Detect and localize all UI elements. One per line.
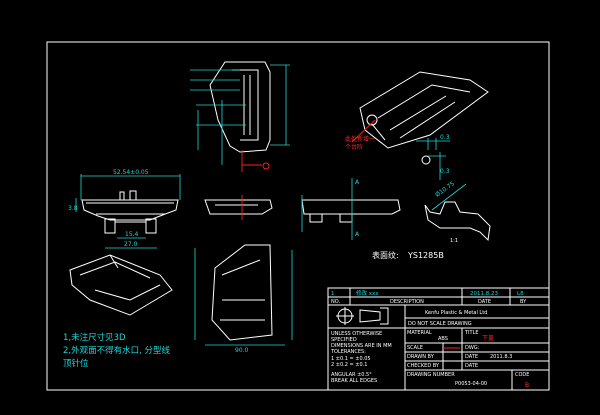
isometric-view-top: 此处新增一 个台阶 [345, 71, 489, 151]
title-label: TITLE [464, 330, 479, 336]
header-no: NO. [331, 299, 340, 305]
dim-detail-gap-v: 0.3 [440, 168, 450, 175]
tolerance-line: SPECIFIED [331, 337, 357, 343]
header-by: BY [520, 299, 527, 305]
dim-detail-gap: 0.3 [440, 134, 450, 141]
surface-texture-value: YS1285B [407, 251, 444, 260]
detail-scale: 1:1 [450, 238, 458, 244]
dim-overall-width: 52.54±0.05 [113, 169, 149, 176]
scale-label: SCALE [407, 345, 423, 351]
front-view: 52.54±0.05 15.4 27.0 3.8 [68, 169, 181, 249]
scale-note: DO NOT SCALE DRAWING [408, 321, 472, 327]
tolerance-line: DIMENSIONS ARE IN MM [331, 343, 392, 349]
title-block: 1 修改 xxx 2011.8.23 L8 NO. DESCRIPTION DA… [327, 287, 550, 391]
note-1: 1,未注尺寸见3D [63, 332, 126, 343]
surface-texture-label: 表面纹: [372, 250, 399, 260]
side-view [190, 61, 290, 172]
material-label: MATERIAL [407, 330, 432, 336]
dim-slot-width: 15.4 [125, 231, 139, 238]
dim-base-width: 27.0 [124, 241, 138, 248]
checked-by-label: CHECKED BY [407, 363, 440, 369]
note-2: 2,外观面不得有水口, 分型线 [63, 345, 171, 356]
rev-date: 2011.8.23 [470, 291, 498, 297]
section-label-top: A [355, 179, 360, 186]
title-value: 下盖 [482, 334, 494, 342]
date-value: 2011.8.3 [490, 354, 512, 360]
tolerance-line: TOLERANCES: [330, 349, 366, 355]
bottom-section-view: 90.0 [194, 244, 293, 354]
dwg-label: DWG: [465, 345, 480, 351]
header-date: DATE [478, 299, 491, 305]
dim-height-left: 3.8 [68, 205, 78, 212]
date-label-2: DATE [465, 363, 478, 369]
code-label: CODE [515, 372, 529, 378]
rev-by: L8 [517, 291, 524, 297]
material-value: ABS [438, 336, 448, 342]
code-value: B [525, 382, 529, 389]
drawing-border [46, 41, 550, 391]
tolerance-line: UNLESS OTHERWISE [331, 331, 382, 337]
notes: 1,未注尺寸见3D 2,外观面不得有水口, 分型线 顶针位 [63, 332, 171, 369]
section-label-bottom: A [355, 231, 360, 238]
tolerance-line: 1 ±0.1 = ±0.05 [331, 356, 371, 362]
drawn-by-label: DRAWN BY [407, 354, 435, 360]
section-views: A A [204, 178, 401, 240]
rev-no: 1 [331, 291, 335, 297]
tolerance-line: 2 ±0.2 = ±0.1 [331, 362, 367, 368]
drawing-number-label: DRAWING NUMBER [407, 372, 455, 378]
drawing-number: P0053-04-00 [455, 381, 487, 387]
company-name: Kenfu Plastic & Metal Ltd [425, 310, 487, 316]
red-note-line2: 个台阶 [345, 143, 363, 151]
rev-description: 修改 xxx [356, 289, 379, 297]
tolerance-line: ANGULAR ±0.5° [331, 372, 372, 378]
header-description: DESCRIPTION [390, 299, 424, 305]
tolerance-line: BREAK ALL EDGES [331, 378, 377, 384]
note-3: 顶针位 [63, 358, 89, 369]
date-label: DATE [465, 354, 478, 360]
dim-bottom-width: 90.0 [235, 347, 249, 354]
isometric-view-bottom-left [69, 254, 173, 316]
red-note-line1: 此处新增一 [345, 135, 375, 143]
